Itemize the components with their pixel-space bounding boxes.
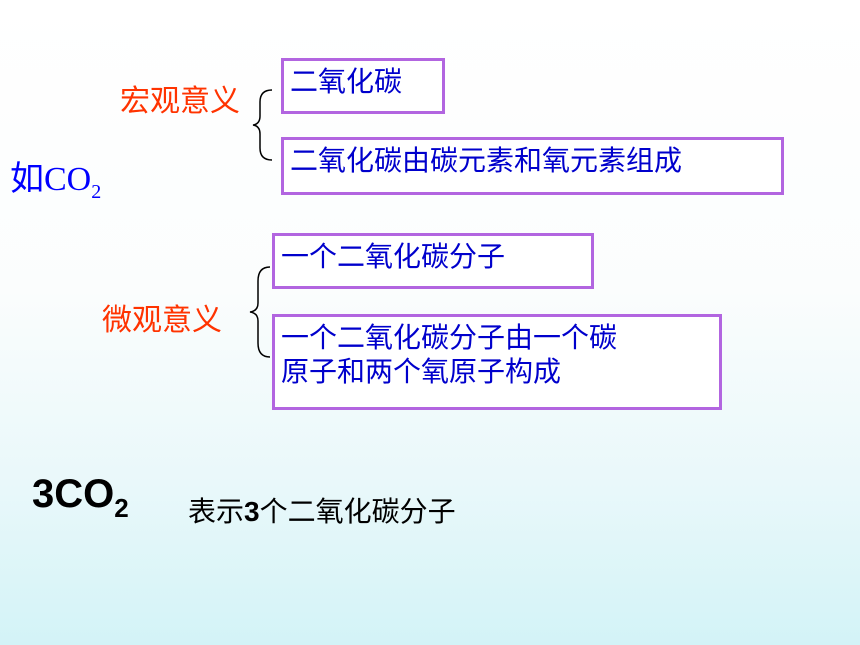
multiple-meaning-number: 3 xyxy=(244,496,260,527)
micro-label: 微观意义 xyxy=(102,303,222,338)
macro-item-1: 二氧化碳 xyxy=(290,65,403,98)
micro-item-2-line-1: 一个二氧化碳分子由一个碳 xyxy=(281,321,618,354)
example-title: 如CO2 xyxy=(10,160,101,212)
multiple-meaning: 表示3个二氧化碳分子 xyxy=(188,495,456,529)
example-formula: CO xyxy=(44,161,92,198)
micro-brace xyxy=(249,266,271,358)
multiple-formula: 3CO2 xyxy=(32,470,129,532)
macro-item-2: 二氧化碳由碳元素和氧元素组成 xyxy=(290,144,683,177)
example-prefix: 如 xyxy=(10,161,44,198)
macro-label: 宏观意义 xyxy=(120,84,240,119)
multiple-subscript: 2 xyxy=(114,493,129,523)
micro-item-1: 一个二氧化碳分子 xyxy=(281,240,506,273)
example-subscript: 2 xyxy=(91,181,102,203)
multiple-formula-text: 3CO xyxy=(32,472,115,516)
micro-item-2-box: 一个二氧化碳分子由一个碳 原子和两个氧原子构成 xyxy=(272,314,722,410)
micro-item-1-box: 一个二氧化碳分子 xyxy=(272,233,594,289)
micro-item-2-line-2: 原子和两个氧原子构成 xyxy=(281,355,562,388)
macro-item-1-box: 二氧化碳 xyxy=(281,58,445,114)
macro-brace xyxy=(252,89,273,161)
multiple-meaning-suffix: 个二氧化碳分子 xyxy=(259,495,456,528)
macro-item-2-box: 二氧化碳由碳元素和氧元素组成 xyxy=(281,137,784,195)
multiple-meaning-prefix: 表示 xyxy=(188,495,245,528)
